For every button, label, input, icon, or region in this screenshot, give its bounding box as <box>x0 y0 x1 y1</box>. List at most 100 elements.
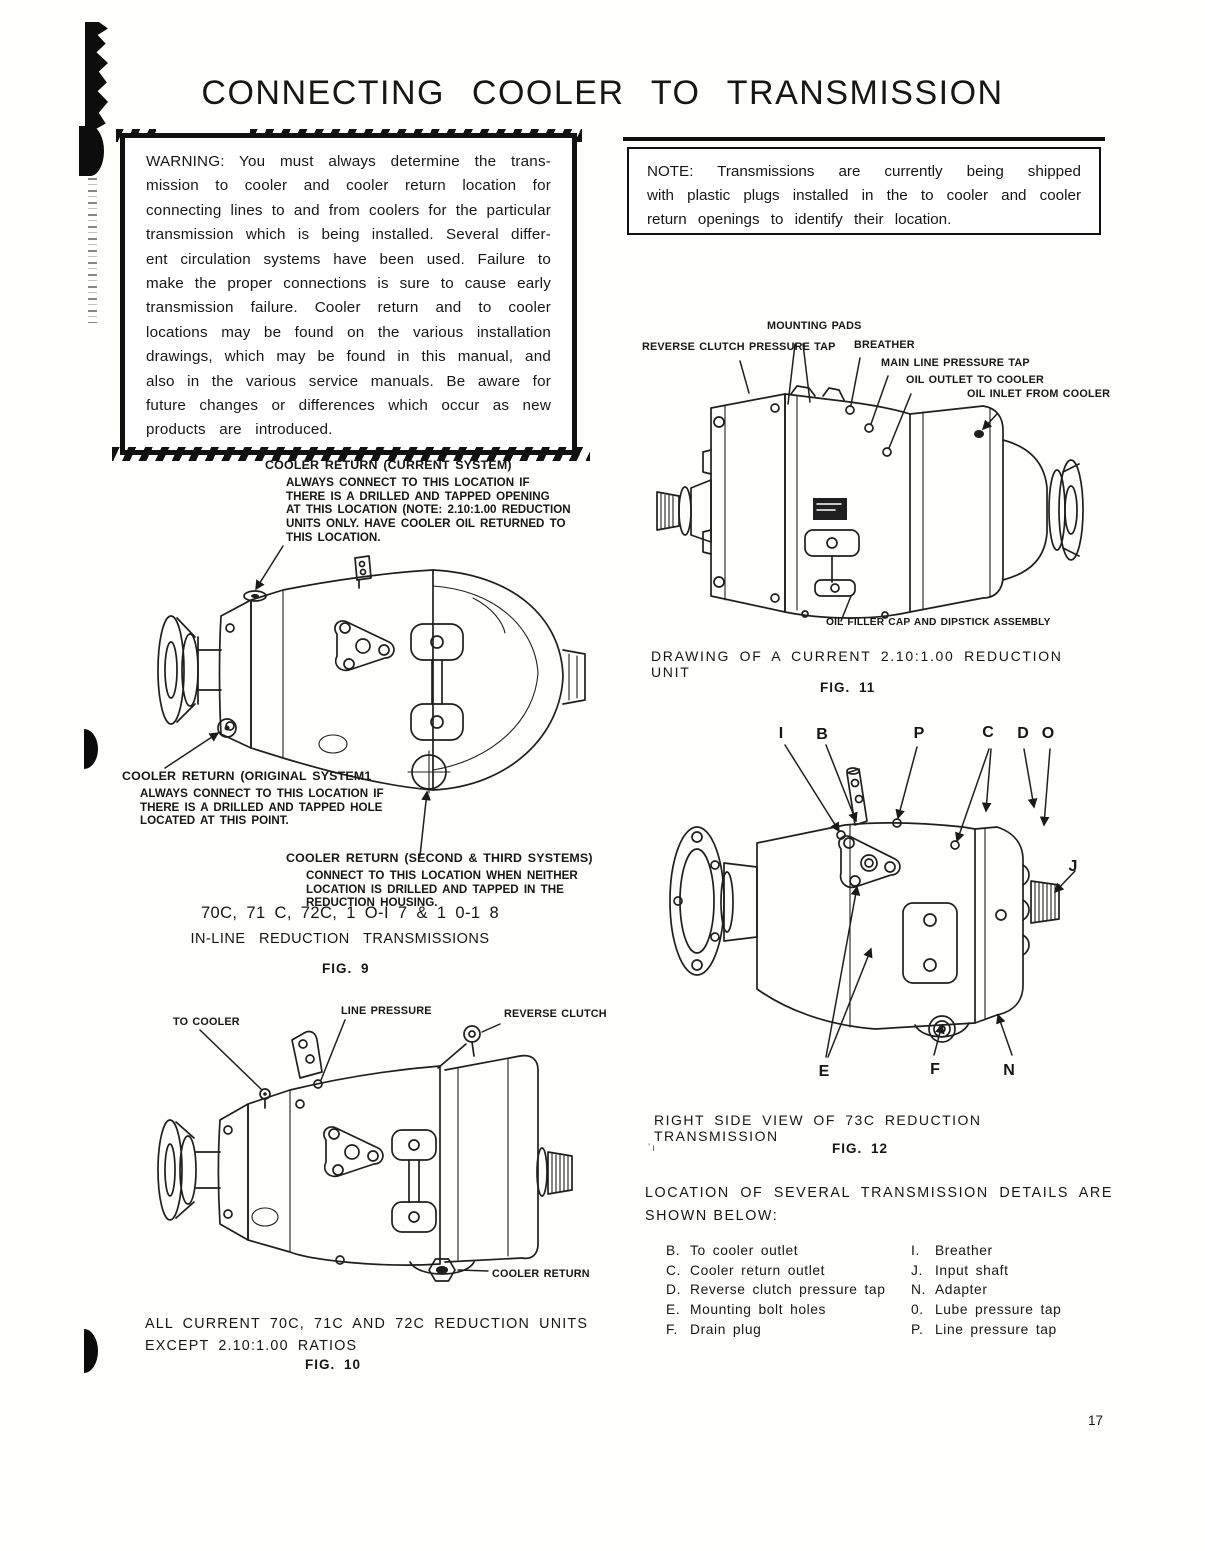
fig10-label: FIG. 10 <box>305 1357 362 1372</box>
detail-item: J. Input shaft <box>911 1261 1121 1281</box>
fig11-label-mounting-pads: MOUNTING PADS <box>767 320 862 332</box>
detail-item: E. Mounting bolt holes <box>666 1300 916 1320</box>
detail-key: F. <box>666 1321 678 1337</box>
warning-line: connecting lines to and from coolers for… <box>146 201 551 219</box>
details-list-left: B. To cooler outlet C. Cooler return outle… <box>666 1241 916 1340</box>
fig12-letter-o: O <box>1041 725 1055 742</box>
warning-line: WARNING: You must always determine the t… <box>146 153 551 170</box>
fig10-label-reverse-clutch: REVERSE CLUTCH <box>504 1008 607 1020</box>
fig12-letter-f: F <box>930 1061 940 1078</box>
fig9-callout-original-body: ALWAYS CONNECT TO THIS LOCATION IF THERE… <box>140 787 384 828</box>
scan-binding-mark-upper <box>84 729 98 769</box>
warning-line: products are introduced. <box>146 421 333 439</box>
fig12-letter-n: N <box>1003 1062 1015 1079</box>
detail-label: Cooler return outlet <box>690 1262 826 1278</box>
detail-item: B. To cooler outlet <box>666 1241 916 1261</box>
details-heading-line: SHOWN BELOW: <box>645 1207 779 1224</box>
fig11-caption: DRAWING OF A CURRENT 2.10:1.00 REDUCTION… <box>651 648 1063 680</box>
warning-line: transmission which is being installed. S… <box>146 226 551 244</box>
warning-line: drawings, which may be found in this man… <box>146 348 551 366</box>
fig10-label-line-pressure: LINE PRESSURE <box>341 1005 432 1017</box>
detail-label: Mounting bolt holes <box>690 1302 827 1318</box>
fig12-drawing <box>669 744 1076 1058</box>
fig9-caption-models: 70C, 71 C, 72C, 1 O-I 7 & 1 0-1 8 <box>200 904 500 922</box>
scan-binding-blob <box>79 126 104 176</box>
fig11-label-breather: BREATHER <box>854 339 915 351</box>
fig11-label-oil-outlet: OIL OUTLET TO COOLER <box>906 374 1044 386</box>
detail-item: N.Adapter <box>911 1280 1121 1300</box>
detail-label: Reverse clutch pressure tap <box>690 1282 886 1298</box>
detail-label: Breather <box>935 1243 993 1258</box>
warning-line: ent circulation systems have been used. … <box>146 250 551 268</box>
warning-line: also in the various service manuals. Be … <box>146 372 551 390</box>
fig11-label: FIG. 11 <box>820 680 876 695</box>
scan-binding-mark-lower <box>84 1329 98 1373</box>
page-title: CONNECTING COOLER TO TRANSMISSION <box>201 74 1004 112</box>
details-list-right: I. Breather J. Input shaft N.Adapter 0. Lub… <box>911 1241 1121 1340</box>
fig10-caption: ALL CURRENT 70C, 71C AND 72C REDUCTION U… <box>145 1316 589 1354</box>
fig12-caption: RIGHT SIDE VIEW OF 73C REDUCTION TRANSMI… <box>654 1112 982 1144</box>
fig9-label: FIG. 9 <box>322 961 370 976</box>
fig9-callout-second-body: CONNECT TO THIS LOCATION WHEN NEITHER LO… <box>306 869 578 910</box>
fig12-letter-c: C <box>982 724 994 741</box>
fig11-drawing <box>656 343 1084 622</box>
detail-label: To cooler outlet <box>690 1243 799 1258</box>
details-heading: LOCATION OF SEVERAL TRANSMISSION DETAILS… <box>645 1182 1113 1227</box>
fig9-callout-current-title: COOLER RETURN (CURRENT SYSTEM) <box>265 458 512 472</box>
fig12-letter-d: D <box>1017 725 1029 742</box>
detail-item: D. Reverse clutch pressure tap <box>666 1280 916 1300</box>
detail-label: Line pressure tap <box>935 1321 1057 1337</box>
detail-label: Input shaft <box>935 1262 1009 1278</box>
detail-key: C. <box>666 1262 681 1278</box>
detail-key: N. <box>911 1282 926 1298</box>
fig11-label-oil-filler: OIL FILLER CAP AND DIPSTICK ASSEMBLY <box>826 617 1051 628</box>
warning-line: locations may be found on the various in… <box>146 323 551 341</box>
fig9-caption-type: IN-LINE REDUCTION TRANSMISSIONS <box>190 931 490 947</box>
warning-line: transmission failure. Cooler return and … <box>146 299 551 317</box>
fig9-drawing <box>157 545 586 857</box>
note-line: with plastic plugs installed in the to c… <box>647 187 1081 204</box>
fig12-letter-j: J <box>1068 858 1078 875</box>
fig12-letter-p: P <box>913 725 925 742</box>
fig12-letter-e: E <box>818 1063 830 1080</box>
detail-item: F. Drain plug <box>666 1320 916 1340</box>
detail-key: E. <box>666 1302 681 1318</box>
note-line: NOTE: Transmissions are currently being … <box>647 163 1081 180</box>
fig11-label-oil-inlet: OIL INLET FROM COOLER <box>967 388 1111 400</box>
warning-line: future changes or differences which occu… <box>146 397 551 415</box>
detail-key: 0. <box>911 1302 924 1318</box>
warning-box: WARNING: You must always determine the t… <box>120 133 577 455</box>
fig10-drawing <box>157 1019 573 1282</box>
detail-item: P. Line pressure tap <box>911 1320 1121 1340</box>
detail-key: D. <box>666 1282 681 1298</box>
warning-hatch-bottom <box>112 447 590 461</box>
note-line: return openings to identify their locati… <box>647 211 952 228</box>
detail-label: Lube pressure tap <box>935 1302 1062 1318</box>
fig12-letter-i: I <box>778 725 784 742</box>
fig11-label-reverse-clutch-tap: REVERSE CLUTCH PRESSURE TAP <box>642 341 836 353</box>
fig11-label-main-line-tap: MAIN LINE PRESSURE TAP <box>881 357 1030 369</box>
fig9-callout-current-body: ALWAYS CONNECT TO THIS LOCATION IF THERE… <box>286 476 571 544</box>
scan-binding-speckle <box>88 178 97 323</box>
scan-artifact: ʼı <box>648 1143 657 1154</box>
note-box: NOTE: Transmissions are currently being … <box>627 147 1101 235</box>
detail-item: I. Breather <box>911 1241 1121 1261</box>
detail-key: J. <box>911 1262 923 1278</box>
detail-key: P. <box>911 1321 924 1337</box>
detail-item: 0. Lube pressure tap <box>911 1300 1121 1320</box>
detail-key: I. <box>911 1243 920 1258</box>
fig9-callout-original-title: COOLER RETURN (ORIGINAL SYSTEM1 <box>122 769 372 783</box>
warning-line: make the proper connections is sure to c… <box>146 275 551 293</box>
page-number: 17 <box>1088 1413 1104 1428</box>
fig12-label: FIG. 12 <box>832 1141 889 1156</box>
detail-key: B. <box>666 1243 681 1258</box>
fig9-callout-second-title: COOLER RETURN (SECOND & THIRD SYSTEMS) <box>286 851 593 865</box>
detail-item: C. Cooler return outlet <box>666 1261 916 1281</box>
warning-line: mission to cooler and cooler return loca… <box>146 177 551 195</box>
detail-label: Drain plug <box>690 1321 762 1337</box>
details-heading-line: LOCATION OF SEVERAL TRANSMISSION DETAILS… <box>645 1185 1113 1201</box>
note-top-rule <box>623 137 1105 141</box>
fig10-label-cooler-return: COOLER RETURN <box>492 1268 590 1280</box>
fig12-letter-b: B <box>816 726 828 743</box>
